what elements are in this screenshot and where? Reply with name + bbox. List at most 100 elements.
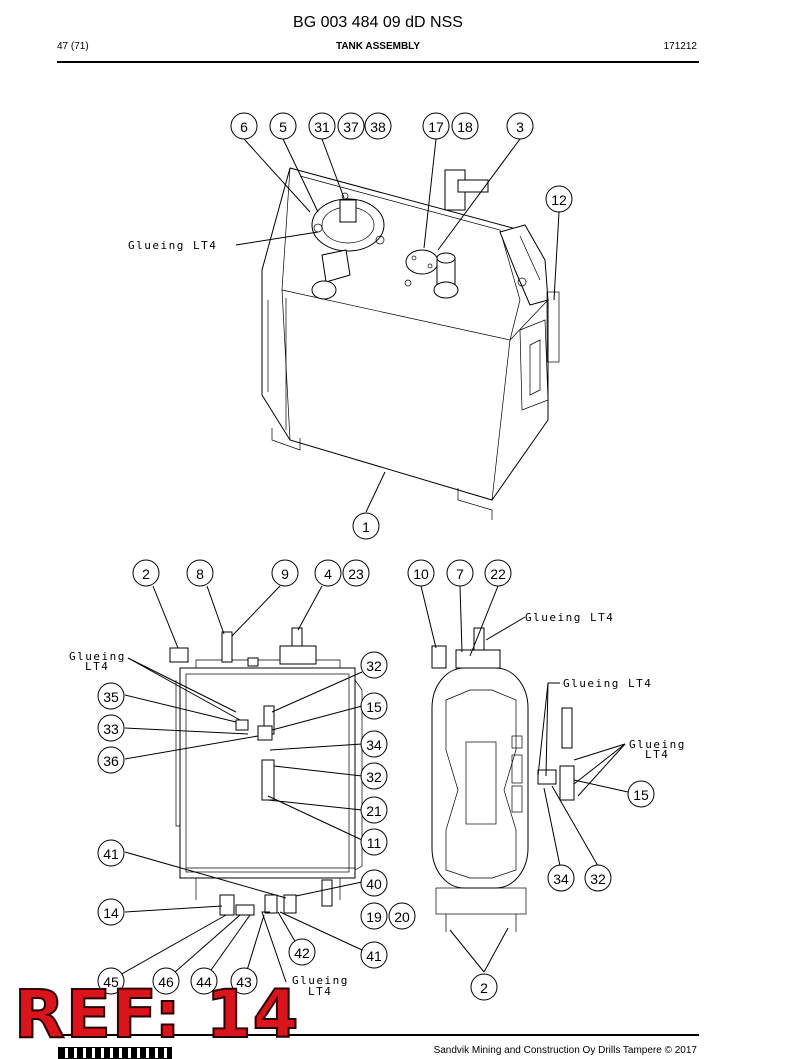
glueing-note-bottom-line2: LT4 bbox=[308, 985, 332, 998]
callout-front-view-7: 35 bbox=[97, 682, 125, 710]
glueing-note-bottom-line1: Glueing bbox=[292, 974, 349, 987]
callout-front-view-20: 42 bbox=[288, 938, 316, 966]
callout-front-view-2: 8 bbox=[186, 559, 214, 587]
callout-number: 12 bbox=[551, 192, 567, 208]
callout-number: 37 bbox=[343, 119, 359, 135]
callout-front-view-17: 14 bbox=[97, 898, 125, 926]
callout-number: 20 bbox=[394, 909, 410, 925]
callout-front-view-23: 46 bbox=[152, 967, 180, 995]
callout-top-view-2: 5 bbox=[269, 112, 297, 140]
callout-number: 14 bbox=[103, 905, 119, 921]
footer-rule bbox=[57, 1034, 699, 1036]
callout-number: 34 bbox=[553, 871, 569, 887]
callout-front-view-11: 34 bbox=[360, 730, 388, 758]
callout-front-view-24: 44 bbox=[190, 967, 218, 995]
callout-number: 32 bbox=[366, 769, 382, 785]
callout-number: 40 bbox=[366, 876, 382, 892]
callout-side-view-3: 22 bbox=[484, 559, 512, 587]
callout-number: 23 bbox=[348, 566, 364, 582]
callout-number: 43 bbox=[236, 974, 252, 990]
callout-number: 31 bbox=[314, 119, 330, 135]
filler-cap bbox=[311, 192, 385, 300]
page-number: 47 (71) bbox=[57, 41, 89, 52]
callout-number: 35 bbox=[103, 689, 119, 705]
callout-top-view-3: 31 bbox=[308, 112, 336, 140]
callout-top-view-6: 17 bbox=[422, 112, 450, 140]
callout-number: 33 bbox=[103, 721, 119, 737]
callout-top-view-10: 1 bbox=[352, 512, 380, 540]
callout-top-view-9: 12 bbox=[545, 185, 573, 213]
callout-number: 8 bbox=[196, 566, 204, 582]
callout-front-view-13: 21 bbox=[360, 796, 388, 824]
section-title: TANK ASSEMBLY bbox=[335, 41, 421, 52]
callout-number: 44 bbox=[196, 974, 212, 990]
callout-number: 1 bbox=[362, 519, 370, 535]
glueing-note-front-line2: LT4 bbox=[85, 660, 109, 673]
callout-front-view-8: 15 bbox=[360, 692, 388, 720]
breather-fittings bbox=[404, 169, 489, 299]
callout-front-view-21: 41 bbox=[360, 941, 388, 969]
callout-number: 32 bbox=[366, 658, 382, 674]
callout-number: 15 bbox=[366, 699, 382, 715]
copyright-footer: Sandvik Mining and Construction Oy Drill… bbox=[433, 1045, 697, 1056]
glueing-note-side-top: Glueing LT4 bbox=[525, 611, 614, 624]
callout-number: 41 bbox=[103, 846, 119, 862]
callout-number: 15 bbox=[633, 787, 649, 803]
callout-number: 7 bbox=[456, 566, 464, 582]
callout-number: 17 bbox=[428, 119, 444, 135]
callout-number: 34 bbox=[366, 737, 382, 753]
callout-front-view-10: 36 bbox=[97, 746, 125, 774]
callout-number: 3 bbox=[516, 119, 524, 135]
callout-number: 38 bbox=[370, 119, 386, 135]
callout-number: 19 bbox=[366, 909, 382, 925]
glueing-note-side-right-line2: LT4 bbox=[645, 748, 669, 761]
callout-number: 36 bbox=[103, 753, 119, 769]
callout-front-view-5: 23 bbox=[342, 559, 370, 587]
date-code: 171212 bbox=[663, 41, 697, 52]
callout-front-view-4: 4 bbox=[314, 559, 342, 587]
callout-number: 11 bbox=[367, 835, 382, 851]
callout-front-view-6: 32 bbox=[360, 651, 388, 679]
reference-stamp: REF: 14 bbox=[13, 976, 300, 1053]
callout-front-view-3: 9 bbox=[271, 559, 299, 587]
callout-number: 4 bbox=[324, 566, 332, 582]
glueing-note-front-line1: Glueing bbox=[69, 650, 126, 663]
callout-front-view-25: 43 bbox=[230, 967, 258, 995]
callout-front-view-19: 20 bbox=[388, 902, 416, 930]
callout-number: 2 bbox=[142, 566, 150, 582]
callout-number: 10 bbox=[413, 566, 429, 582]
callout-front-view-15: 41 bbox=[97, 839, 125, 867]
callout-front-view-9: 33 bbox=[97, 714, 125, 742]
callout-top-view-7: 18 bbox=[451, 112, 479, 140]
callout-side-view-6: 32 bbox=[584, 864, 612, 892]
front-tank-view bbox=[110, 585, 363, 983]
callout-side-view-5: 34 bbox=[547, 864, 575, 892]
callout-number: 41 bbox=[366, 948, 382, 964]
glueing-note-side-right-line1: Glueing bbox=[629, 738, 686, 751]
callout-number: 6 bbox=[240, 119, 248, 135]
callout-number: 5 bbox=[279, 119, 287, 135]
callout-number: 22 bbox=[490, 566, 506, 582]
callout-number: 45 bbox=[103, 974, 119, 990]
callout-side-view-4: 15 bbox=[627, 780, 655, 808]
callout-top-view-8: 3 bbox=[506, 112, 534, 140]
callout-number: 42 bbox=[294, 945, 310, 961]
callout-side-view-2: 7 bbox=[446, 559, 474, 587]
callout-front-view-14: 11 bbox=[360, 828, 388, 856]
callout-front-view-16: 40 bbox=[360, 869, 388, 897]
callout-front-view-1: 2 bbox=[132, 559, 160, 587]
callout-top-view-5: 38 bbox=[364, 112, 392, 140]
glueing-note-side-mid: Glueing LT4 bbox=[563, 677, 652, 690]
callout-top-view-1: 6 bbox=[230, 112, 258, 140]
isometric-tank-view bbox=[235, 138, 560, 520]
callout-number: 32 bbox=[590, 871, 606, 887]
callout-front-view-22: 45 bbox=[97, 967, 125, 995]
callout-number: 2 bbox=[480, 980, 488, 996]
callout-top-view-4: 37 bbox=[337, 112, 365, 140]
callout-number: 9 bbox=[281, 566, 289, 582]
callout-side-view-1: 10 bbox=[407, 559, 435, 587]
callout-side-view-7: 2 bbox=[470, 973, 498, 1001]
document-number: BG 003 484 09 dD NSS bbox=[293, 14, 463, 31]
